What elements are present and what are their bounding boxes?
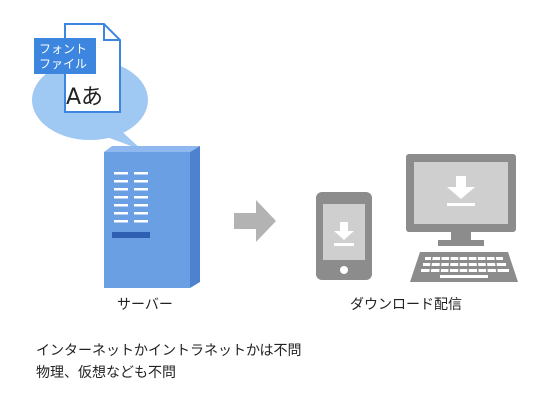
font-file-tag-line1: フォント <box>39 42 87 56</box>
note-line-network: インターネットかイントラネットかは不問 <box>36 343 302 359</box>
server-label: サーバー <box>117 297 173 313</box>
transfer-arrow-icon <box>234 200 276 242</box>
download-icon <box>456 176 466 188</box>
desktop-monitor-icon <box>406 154 516 246</box>
font-file-tag: フォント ファイル <box>34 38 96 74</box>
font-glyphs-sample: Aあ <box>66 85 103 110</box>
font-file-tag-line2: ファイル <box>39 57 87 71</box>
download-icon <box>340 222 348 232</box>
keyboard-icon <box>410 252 518 282</box>
smartphone-icon <box>316 192 372 280</box>
note-line-environment: 物理、仮想なども不問 <box>36 365 176 381</box>
server-icon <box>104 146 200 288</box>
download-label: ダウンロード配信 <box>350 297 462 313</box>
